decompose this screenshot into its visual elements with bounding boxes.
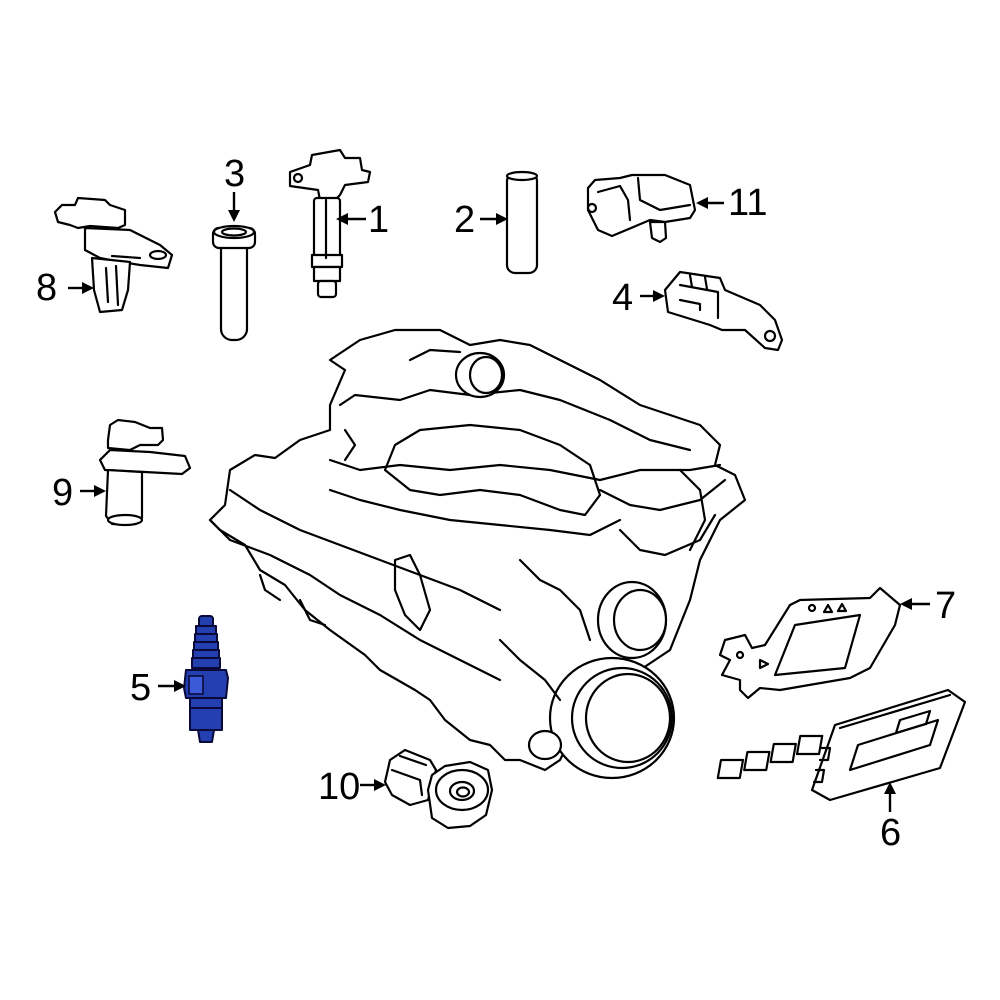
callout-2: 2 <box>454 199 475 241</box>
callout-11: 11 <box>728 182 767 224</box>
knock-sensor-part-10[interactable] <box>383 748 494 830</box>
engine-block <box>208 328 747 780</box>
callout-10: 10 <box>318 766 360 808</box>
callout-1: 1 <box>368 199 389 241</box>
crank-sensor-part-9[interactable] <box>98 418 192 527</box>
ignition-coil-part-1[interactable] <box>288 148 372 299</box>
mounting-bracket-part-7[interactable] <box>718 586 902 700</box>
cam-sensor-part-8[interactable] <box>53 196 174 314</box>
map-sensor-part-11[interactable] <box>586 173 697 244</box>
callout-3: 3 <box>224 153 245 195</box>
callout-8: 8 <box>36 267 57 309</box>
sensor-bracket-part-4[interactable] <box>663 270 784 352</box>
callout-5: 5 <box>130 667 151 709</box>
ecu-module-part-6[interactable] <box>716 688 967 802</box>
callout-arrows <box>68 192 930 812</box>
tube-part-2[interactable] <box>505 170 539 275</box>
spark-plug-part-5[interactable] <box>183 615 229 743</box>
callout-6: 6 <box>880 812 901 854</box>
callout-7: 7 <box>935 585 956 627</box>
spark-plug-tube-part-3[interactable] <box>211 224 257 342</box>
callout-4: 4 <box>612 277 633 319</box>
callout-9: 9 <box>52 472 73 514</box>
